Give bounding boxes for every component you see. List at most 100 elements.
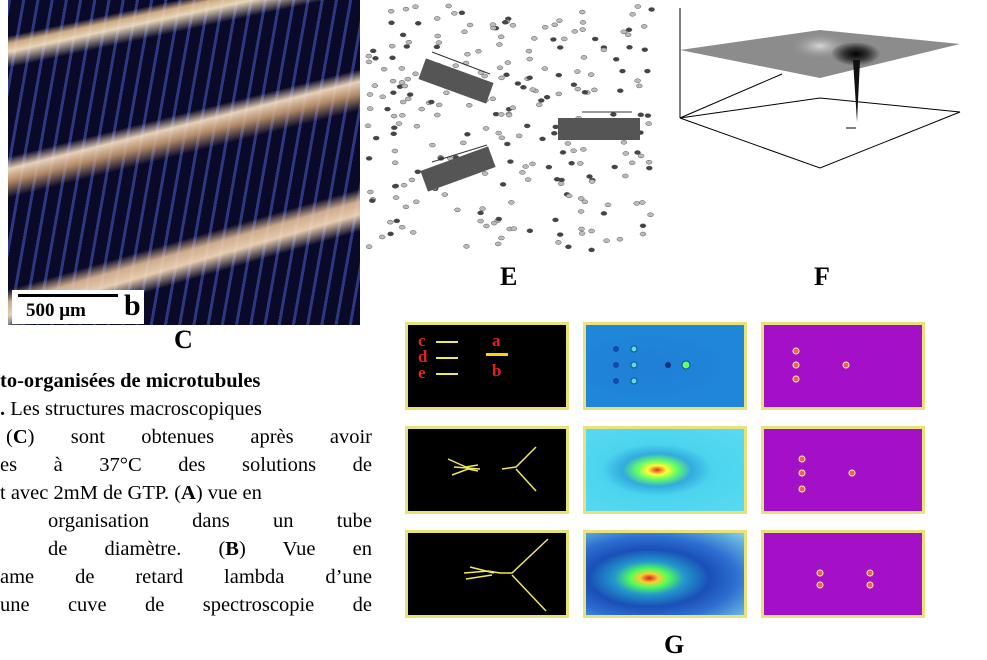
tubulin-dimer xyxy=(489,96,497,102)
tubulin-dimer xyxy=(570,82,578,87)
tubulin-dimer xyxy=(556,232,564,237)
tubulin-dimer xyxy=(617,88,624,93)
tubulin-dimer xyxy=(616,236,624,242)
tubulin-dimer xyxy=(434,33,441,39)
tubulin-dimer xyxy=(495,216,503,222)
tubulin-dimer xyxy=(639,200,646,205)
tubulin-dimer xyxy=(365,53,373,59)
tubulin-dimer xyxy=(622,151,630,156)
tubulin-dimer xyxy=(574,69,581,74)
tubulin-dimer xyxy=(603,238,610,243)
tubulin-dimer xyxy=(409,230,417,235)
tubulin-dimer xyxy=(555,91,563,97)
segment-c xyxy=(436,341,458,343)
tubulin-dimer xyxy=(366,106,374,111)
tubulin-dimer xyxy=(404,96,412,102)
tubulin-dimer xyxy=(464,132,471,137)
tubulin-dimer xyxy=(552,124,559,130)
tubulin-dimer xyxy=(482,126,490,131)
tubulin-dimer xyxy=(399,32,407,38)
tubulin-dimer xyxy=(545,164,553,170)
surface-well xyxy=(832,42,880,66)
tubulin-dimer xyxy=(535,102,543,108)
tubulin-dimer xyxy=(610,112,617,117)
tubulin-dimer xyxy=(413,123,421,129)
tubulin-dimer xyxy=(580,147,587,152)
tubulin-dimer xyxy=(504,141,511,147)
tubulin-dimer xyxy=(497,34,505,40)
tubulin-dimer xyxy=(412,71,419,77)
caption-line: es à 37°C des solutions de xyxy=(0,454,372,476)
tubulin-dimer xyxy=(503,72,510,78)
tubulin-dimer xyxy=(579,9,586,15)
tubulin-dimer xyxy=(637,153,645,159)
tubulin-dimer xyxy=(507,159,514,164)
tubulin-dimer xyxy=(399,113,406,118)
tubulin-dimer xyxy=(477,218,484,224)
tubulin-dimer xyxy=(402,204,410,210)
tubulin-dimer xyxy=(581,199,589,205)
tubulin-dimer xyxy=(481,73,488,79)
tubulin-dimer xyxy=(644,113,652,118)
field-dots xyxy=(816,569,874,589)
simulation-grid: c d e a b xyxy=(405,322,965,622)
grid-cell-r2-c1 xyxy=(405,426,569,514)
tubulin-dimer xyxy=(498,135,506,141)
tubulin-dimer xyxy=(551,131,558,136)
tubulin-dimer xyxy=(571,29,579,34)
caption-text: Les structures macroscopiques xyxy=(5,398,262,420)
tubulin-dimer xyxy=(587,72,595,77)
caption-line: de diamètre. (B) Vue en xyxy=(48,536,372,562)
tubulin-dimer xyxy=(390,113,398,119)
tubulin-dimer xyxy=(403,44,411,49)
tubulin-dimer xyxy=(460,140,467,146)
tubulin-dimer xyxy=(561,36,568,42)
panel-label-g: G xyxy=(664,630,685,659)
caption-text: ) sont obtenues après avoir xyxy=(27,426,372,448)
tubulin-dimer xyxy=(553,177,561,182)
tubulin-dimer xyxy=(388,20,395,26)
segment-e xyxy=(436,373,458,375)
caption-line: organisation dans un tube xyxy=(48,510,372,532)
caption-line: ame de retard lambda d’une xyxy=(0,566,372,588)
tubulin-dimer xyxy=(398,66,406,71)
tubulin-dimer xyxy=(588,179,596,184)
tubulin-dimer xyxy=(570,148,577,153)
tubulin-dimer xyxy=(634,4,642,9)
tubulin-dimer xyxy=(641,47,649,52)
tubulin-dimer xyxy=(464,51,471,57)
tubulin-dimer xyxy=(441,192,449,197)
tubulin-dimer xyxy=(378,234,386,240)
tubulin-dimer xyxy=(498,235,505,241)
tubulin-dimer xyxy=(400,182,408,188)
tubulin-dimer xyxy=(543,94,551,100)
tubulin-dimer xyxy=(483,223,490,229)
tubulin-dimer xyxy=(577,196,585,201)
label-e: e xyxy=(418,363,426,382)
tubulin-dimer xyxy=(452,63,459,68)
microtubule-rod-upper xyxy=(418,51,494,104)
tubulin-dimer xyxy=(387,8,395,14)
tubulin-dimer xyxy=(525,48,533,54)
label-a: a xyxy=(492,331,501,350)
tubulin-dimer xyxy=(510,226,518,231)
tubulin-dimer xyxy=(404,76,412,82)
tubulin-dimer xyxy=(514,81,522,86)
tubulin-dimer xyxy=(580,55,588,60)
segment-d xyxy=(436,357,458,359)
tubulin-dimer xyxy=(578,231,586,236)
caption-text: t avec 2mM de GTP. ( xyxy=(0,482,182,504)
tubulin-dimer xyxy=(565,244,572,250)
tubulin-dimer xyxy=(591,87,598,93)
tubulin-dimer xyxy=(392,183,400,189)
tubulin-dimer xyxy=(392,195,400,200)
tubulin-dimer xyxy=(509,105,517,110)
tubulin-dimer xyxy=(550,37,557,42)
caption-line: une cuve de spectroscopie de xyxy=(0,594,372,616)
tubulin-dimer xyxy=(433,44,441,50)
tubulin-dimer xyxy=(494,241,502,247)
caption-ref-a: A xyxy=(181,482,196,504)
tubulin-dimer xyxy=(387,219,394,225)
tubulin-dimer xyxy=(578,226,585,232)
tubulin-dimer xyxy=(555,72,563,78)
